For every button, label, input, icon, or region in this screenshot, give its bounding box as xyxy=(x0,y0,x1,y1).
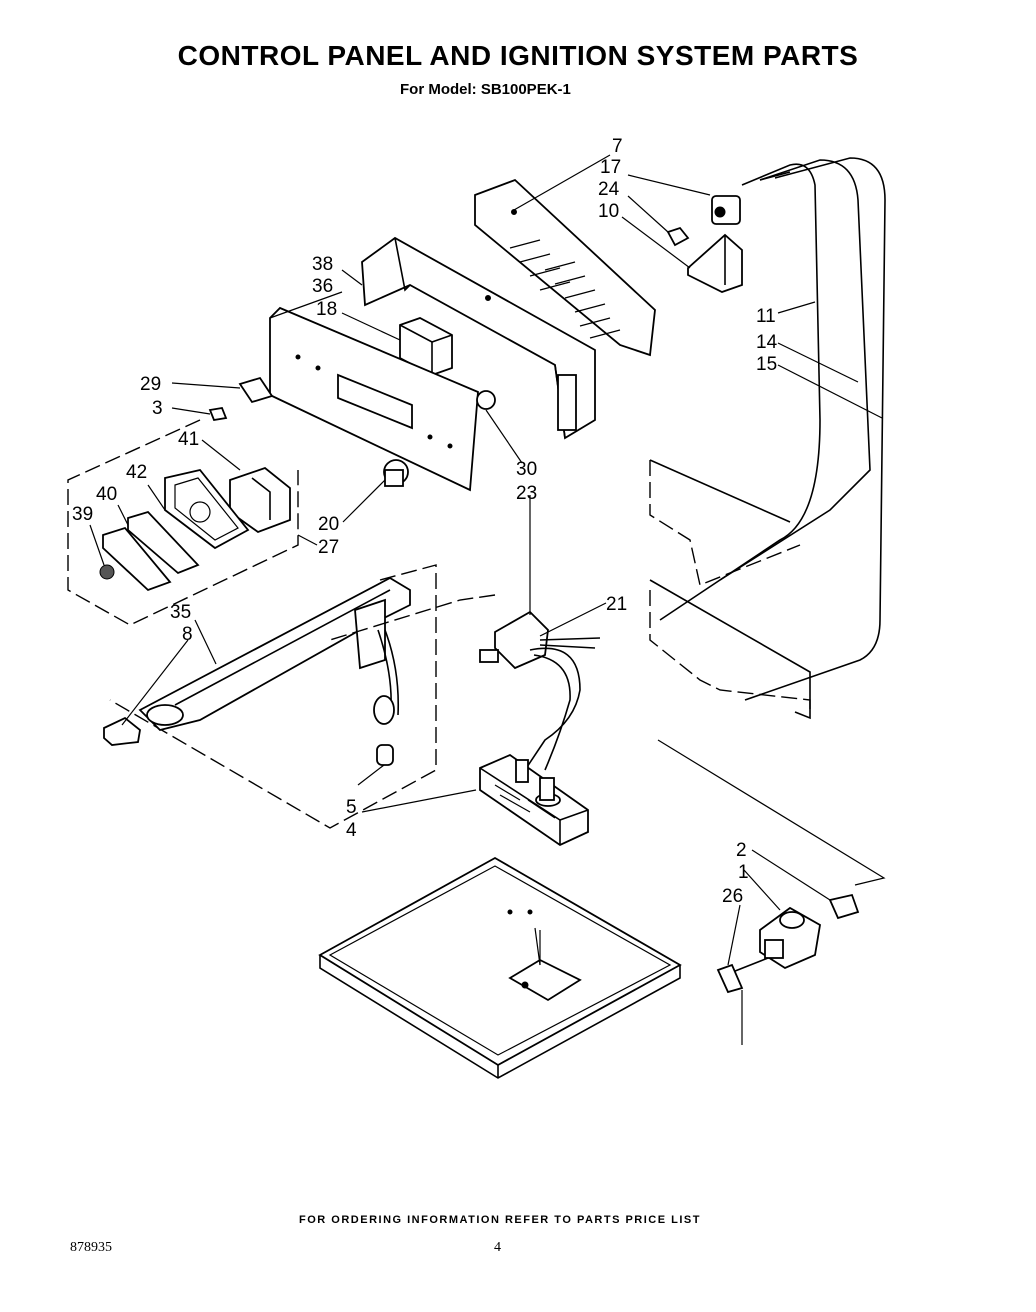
callout-7: 7 xyxy=(612,136,623,157)
callout-38: 38 xyxy=(312,254,333,275)
callout-27: 27 xyxy=(318,537,339,558)
callout-41: 41 xyxy=(178,429,199,450)
callout-18: 18 xyxy=(316,299,337,320)
leader-lines xyxy=(89,154,883,966)
callout-numbers: 7 17 24 10 38 36 18 11 14 15 29 3 41 42 … xyxy=(72,136,778,907)
spark-generator xyxy=(479,753,589,847)
callout-17: 17 xyxy=(600,157,621,178)
switch-assembly xyxy=(666,195,743,293)
document-number: 878935 xyxy=(70,1240,112,1255)
rear-cover-panel xyxy=(474,178,656,357)
callout-36: 36 xyxy=(312,276,333,297)
bottom-tray xyxy=(318,856,682,1079)
callout-21: 21 xyxy=(606,594,627,615)
panel-clips xyxy=(208,376,274,422)
page-title: CONTROL PANEL AND IGNITION SYSTEM PARTS xyxy=(177,40,859,71)
callout-1: 1 xyxy=(738,862,749,883)
control-housing xyxy=(361,236,596,440)
model-subtitle: For Model: SB100PEK-1 xyxy=(400,81,571,98)
rear-wall-outline xyxy=(649,459,811,720)
gas-tubing xyxy=(659,157,886,701)
callout-14: 14 xyxy=(756,332,778,353)
display-assembly-group xyxy=(67,419,299,626)
callout-26: 26 xyxy=(722,886,743,907)
callout-39: 39 xyxy=(72,504,93,525)
electronic-module xyxy=(399,317,453,376)
callout-4: 4 xyxy=(346,820,357,841)
callout-8: 8 xyxy=(182,624,193,645)
callout-40: 40 xyxy=(96,484,117,505)
callout-15: 15 xyxy=(756,354,777,375)
callout-42: 42 xyxy=(126,462,147,483)
knob-components xyxy=(383,390,496,487)
ordering-note: FOR ORDERING INFORMATION REFER TO PARTS … xyxy=(299,1214,701,1226)
control-faceplate xyxy=(269,306,479,492)
callout-29: 29 xyxy=(140,374,161,395)
callout-23: 23 xyxy=(516,483,537,504)
callout-11: 11 xyxy=(756,306,776,327)
callout-30: 30 xyxy=(516,459,537,480)
valve-and-orifice xyxy=(539,739,886,1045)
callout-20: 20 xyxy=(318,514,339,535)
callout-10: 10 xyxy=(598,201,619,222)
manifold-assembly xyxy=(103,564,437,829)
callout-3: 3 xyxy=(152,398,163,419)
callout-5: 5 xyxy=(346,797,357,818)
callout-2: 2 xyxy=(736,840,747,861)
page-number: 4 xyxy=(494,1240,501,1255)
callout-35: 35 xyxy=(170,602,191,623)
spark-switch-and-wiring xyxy=(329,594,601,771)
callout-24: 24 xyxy=(598,179,620,200)
